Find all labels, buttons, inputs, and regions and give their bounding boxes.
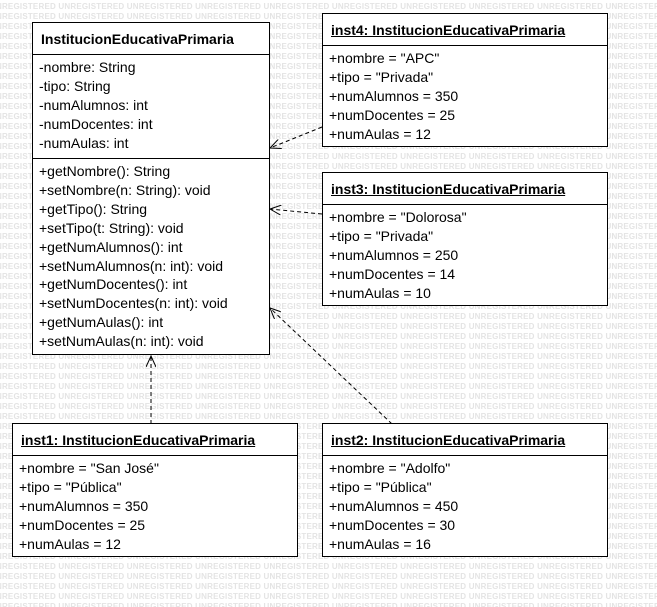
slot-line: +numAlumnos = 350 <box>19 497 149 514</box>
watermark-row: UNREGISTERED UNREGISTERED UNREGISTERED U… <box>0 302 657 311</box>
slot-line: +numAlumnos = 250 <box>329 246 459 263</box>
inst1-title-text: inst1: InstitucionEducativaPrimaria <box>21 432 256 448</box>
method-line: +getNumAlumnos(): int <box>39 238 183 255</box>
slot-line: +tipo = "Privada" <box>329 68 434 85</box>
class-attributes: -nombre: String -tipo: String -numAlumno… <box>33 55 269 159</box>
watermark-row: UNREGISTERED UNREGISTERED UNREGISTERED U… <box>0 582 657 591</box>
method-line: +getNumAulas(): int <box>39 314 164 331</box>
inst4-slots: +nombre = "APC" +tipo = "Privada" +numAl… <box>323 46 607 148</box>
slot-line: +tipo = "Pública" <box>329 478 432 495</box>
watermark-row: UNREGISTERED UNREGISTERED UNREGISTERED U… <box>0 352 657 361</box>
method-line: +setNombre(n: String): void <box>39 181 211 198</box>
slot-line: +numDocentes = 25 <box>19 516 146 533</box>
slot-line: +nombre = "APC" <box>329 50 440 66</box>
watermark-row: UNREGISTERED UNREGISTERED UNREGISTERED U… <box>0 602 657 607</box>
attribute-line: -numAulas: int <box>39 134 129 151</box>
class-methods: +getNombre(): String +setNombre(n: Strin… <box>33 159 269 355</box>
slot-line: +numDocentes = 30 <box>329 516 456 533</box>
method-line: +setTipo(t: String): void <box>39 219 184 236</box>
inst4-dependency-arrow <box>270 126 323 148</box>
slot-line: +numAlumnos = 350 <box>329 87 459 104</box>
object-box-inst1[interactable]: inst1: InstitucionEducativaPrimaria +nom… <box>12 423 298 557</box>
inst2-dependency-arrow <box>270 308 393 425</box>
class-title: InstitucionEducativaPrimaria <box>33 23 269 55</box>
method-line: +getNombre(): String <box>39 163 171 179</box>
inst4-title: inst4: InstitucionEducativaPrimaria <box>323 14 607 46</box>
inst3-title-text: inst3: InstitucionEducativaPrimaria <box>331 181 566 197</box>
watermark-row: UNREGISTERED UNREGISTERED UNREGISTERED U… <box>0 382 657 391</box>
watermark-row: UNREGISTERED UNREGISTERED UNREGISTERED U… <box>0 392 657 401</box>
slot-line: +numAulas = 12 <box>19 535 121 552</box>
watermark-row: UNREGISTERED UNREGISTERED UNREGISTERED U… <box>0 322 657 331</box>
slot-line: +numDocentes = 14 <box>329 265 456 282</box>
slot-line: +nombre = "San José" <box>19 460 159 476</box>
watermark-row: UNREGISTERED UNREGISTERED UNREGISTERED U… <box>0 342 657 351</box>
watermark-row: UNREGISTERED UNREGISTERED UNREGISTERED U… <box>0 592 657 601</box>
slot-line: +tipo = "Pública" <box>19 478 122 495</box>
watermark-row: UNREGISTERED UNREGISTERED UNREGISTERED U… <box>0 152 657 161</box>
watermark-row: UNREGISTERED UNREGISTERED UNREGISTERED U… <box>0 572 657 581</box>
watermark-row: UNREGISTERED UNREGISTERED UNREGISTERED U… <box>0 412 657 421</box>
method-line: +setNumDocentes(n: int): void <box>39 295 228 312</box>
inst3-dependency-arrow <box>270 209 323 214</box>
method-line: +getTipo(): String <box>39 200 148 217</box>
watermark-row: UNREGISTERED UNREGISTERED UNREGISTERED U… <box>0 362 657 371</box>
slot-line: +tipo = "Privada" <box>329 227 434 244</box>
method-line: +setNumAlumnos(n: int): void <box>39 257 224 274</box>
inst3-slots: +nombre = "Dolorosa" +tipo = "Privada" +… <box>323 205 607 307</box>
object-box-inst4[interactable]: inst4: InstitucionEducativaPrimaria +nom… <box>322 13 608 147</box>
object-box-inst3[interactable]: inst3: InstitucionEducativaPrimaria +nom… <box>322 172 608 306</box>
inst1-slots: +nombre = "San José" +tipo = "Pública" +… <box>13 456 297 558</box>
watermark-row: UNREGISTERED UNREGISTERED UNREGISTERED U… <box>0 402 657 411</box>
watermark-row: UNREGISTERED UNREGISTERED UNREGISTERED U… <box>0 312 657 321</box>
inst1-title: inst1: InstitucionEducativaPrimaria <box>13 424 297 456</box>
slot-line: +nombre = "Dolorosa" <box>329 209 467 225</box>
attribute-line: -numDocentes: int <box>39 115 153 132</box>
slot-line: +numAulas = 16 <box>329 535 431 552</box>
attribute-line: -numAlumnos: int <box>39 96 148 113</box>
watermark-row: UNREGISTERED UNREGISTERED UNREGISTERED U… <box>0 372 657 381</box>
slot-line: +numDocentes = 25 <box>329 106 456 123</box>
inst4-title-text: inst4: InstitucionEducativaPrimaria <box>331 22 566 38</box>
slot-line: +numAulas = 10 <box>329 284 431 301</box>
attribute-line: -nombre: String <box>39 59 136 75</box>
method-line: +setNumAulas(n: int): void <box>39 333 204 350</box>
slot-line: +numAlumnos = 450 <box>329 497 459 514</box>
inst2-title-text: inst2: InstitucionEducativaPrimaria <box>331 432 566 448</box>
watermark-row: UNREGISTERED UNREGISTERED UNREGISTERED U… <box>0 562 657 571</box>
slot-line: +nombre = "Adolfo" <box>329 460 451 476</box>
class-box-institucion[interactable]: InstitucionEducativaPrimaria -nombre: St… <box>32 22 270 355</box>
object-box-inst2[interactable]: inst2: InstitucionEducativaPrimaria +nom… <box>322 423 608 557</box>
watermark-row: UNREGISTERED UNREGISTERED UNREGISTERED U… <box>0 162 657 171</box>
inst3-title: inst3: InstitucionEducativaPrimaria <box>323 173 607 205</box>
attribute-line: -tipo: String <box>39 77 111 94</box>
watermark-row: UNREGISTERED UNREGISTERED UNREGISTERED U… <box>0 2 657 11</box>
inst2-slots: +nombre = "Adolfo" +tipo = "Pública" +nu… <box>323 456 607 558</box>
slot-line: +numAulas = 12 <box>329 125 431 142</box>
inst2-title: inst2: InstitucionEducativaPrimaria <box>323 424 607 456</box>
method-line: +getNumDocentes(): int <box>39 276 188 293</box>
watermark-row: UNREGISTERED UNREGISTERED UNREGISTERED U… <box>0 332 657 341</box>
